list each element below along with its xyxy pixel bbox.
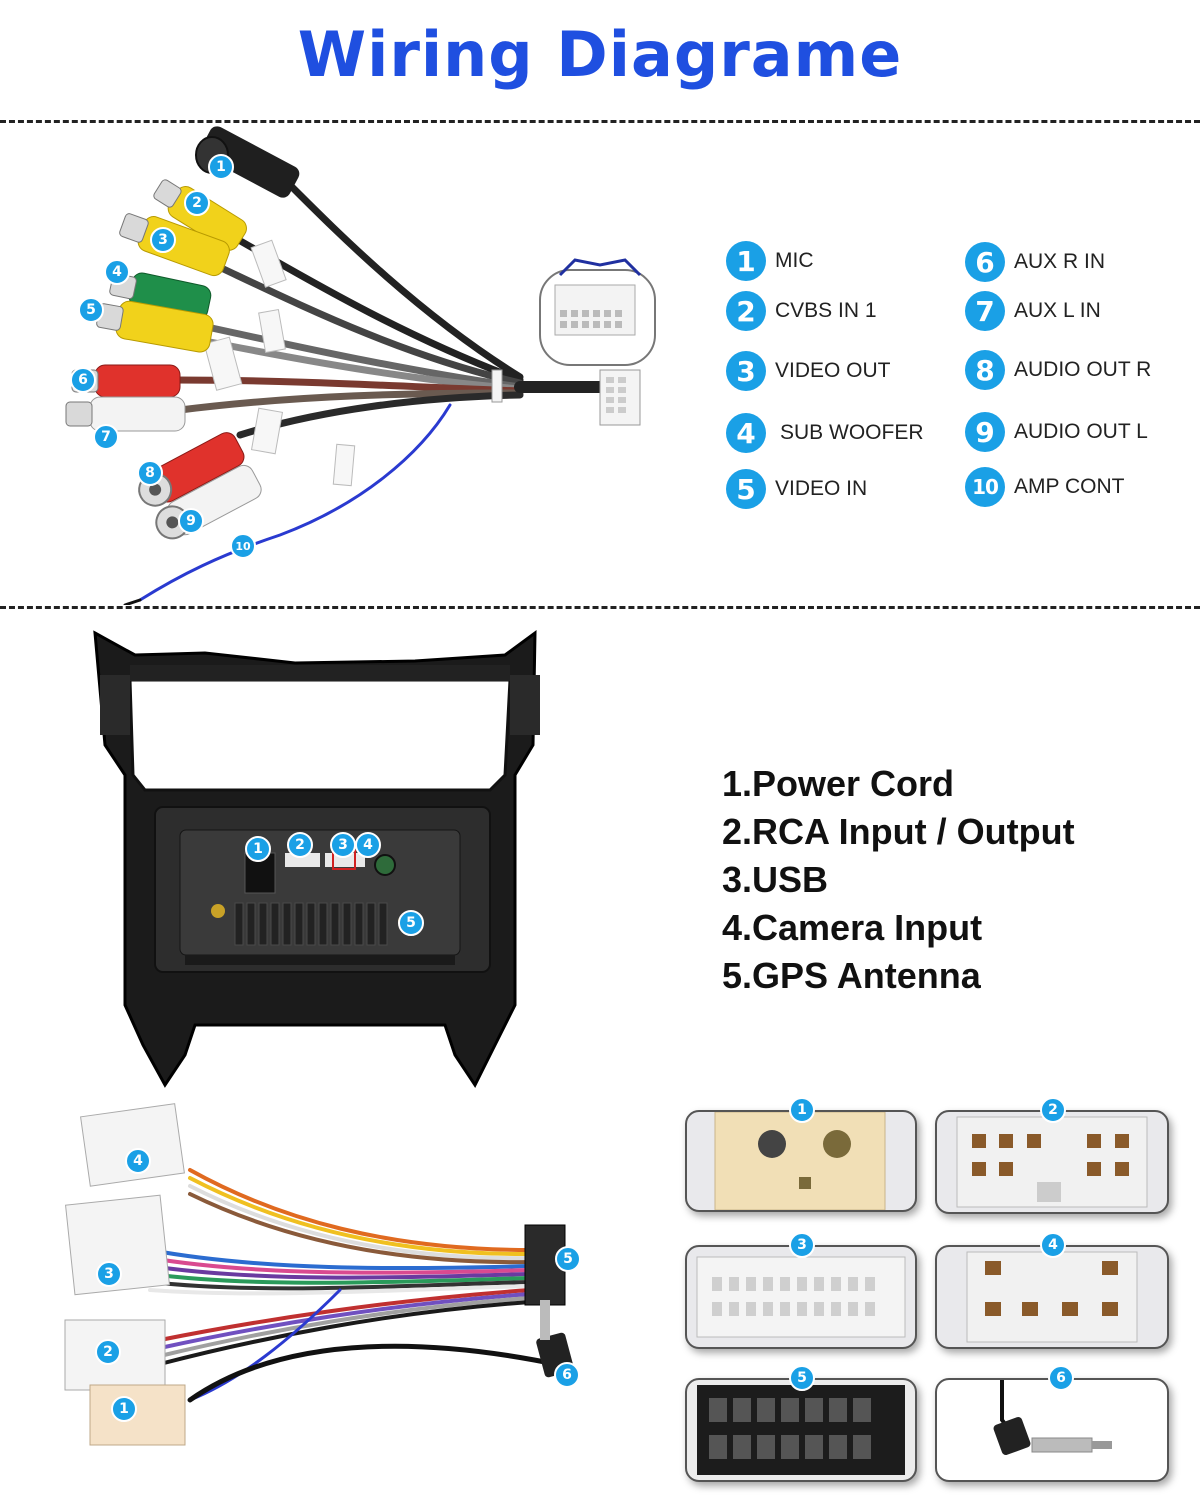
- port-gps-antenna: 5.GPS Antenna: [722, 955, 981, 996]
- legend-item-cvbs-in-1: 2 CVBS IN 1: [726, 291, 877, 331]
- cable-marker-7: 7: [93, 424, 119, 450]
- cable-marker-9: 9: [178, 508, 204, 534]
- legend-badge: 2: [726, 291, 766, 331]
- head-unit-frame-illustration: [93, 630, 540, 1088]
- cable-marker-1: 1: [208, 154, 234, 180]
- legend-label: SUB WOOFER: [780, 421, 924, 444]
- legend-item-audio-out-r: 8 AUDIO OUT R: [965, 350, 1151, 390]
- cable-marker-8: 8: [137, 460, 163, 486]
- divider-top: [0, 120, 1200, 123]
- legend-badge: 1: [726, 241, 766, 281]
- unit-marker-1: 1: [245, 836, 271, 862]
- legend-badge: 7: [965, 291, 1005, 331]
- legend-label: AUDIO OUT L: [1014, 420, 1148, 443]
- legend-item-mic: 1 MIC: [726, 241, 814, 281]
- connector-panel-marker-3: 3: [789, 1232, 815, 1258]
- connector-panel-6: [935, 1378, 1169, 1482]
- harness-marker-1: 1: [111, 1396, 137, 1422]
- legend-item-audio-out-l: 9 AUDIO OUT L: [965, 412, 1148, 452]
- connector-panel-marker-2: 2: [1040, 1097, 1066, 1123]
- rca-cable-illustration: [65, 126, 656, 605]
- legend-badge: 5: [726, 469, 766, 509]
- harness-marker-3: 3: [96, 1261, 122, 1287]
- legend-badge: 4: [726, 413, 766, 453]
- legend-label: CVBS IN 1: [775, 299, 877, 322]
- connector-panel-marker-5: 5: [789, 1365, 815, 1391]
- connector-panel-marker-1: 1: [789, 1097, 815, 1123]
- legend-item-aux-l-in: 7 AUX L IN: [965, 291, 1101, 331]
- legend-badge: 10: [965, 467, 1005, 507]
- harness-marker-4: 4: [125, 1148, 151, 1174]
- legend-item-video-out: 3 VIDEO OUT: [726, 351, 891, 391]
- connector-panel-3: [685, 1245, 917, 1349]
- legend-label: VIDEO IN: [775, 477, 868, 500]
- legend-item-aux-r-in: 6 AUX R IN: [965, 242, 1105, 282]
- legend-badge: 9: [965, 412, 1005, 452]
- unit-marker-2: 2: [287, 832, 313, 858]
- page-title: Wiring Diagrame: [297, 18, 903, 91]
- port-usb: 3.USB: [722, 859, 829, 900]
- legend-badge: 8: [965, 350, 1005, 390]
- port-list: 1.Power Cord 2.RCA Input / Output 3.USB …: [722, 760, 1075, 1000]
- legend-label: AUX L IN: [1014, 299, 1101, 322]
- legend-label: AMP CONT: [1014, 475, 1125, 498]
- unit-marker-4: 4: [355, 832, 381, 858]
- legend-item-video-in: 5 VIDEO IN: [726, 469, 867, 509]
- unit-marker-5: 5: [398, 910, 424, 936]
- legend-label: MIC: [775, 249, 814, 272]
- legend-label: AUDIO OUT R: [1014, 358, 1152, 381]
- cable-marker-4: 4: [104, 259, 130, 285]
- connector-panel-marker-4: 4: [1040, 1232, 1066, 1258]
- port-camera-input: 4.Camera Input: [722, 907, 983, 948]
- legend-label: VIDEO OUT: [775, 359, 891, 382]
- connector-panel-2: [935, 1110, 1169, 1214]
- connector-panel-marker-6: 6: [1048, 1365, 1074, 1391]
- cable-marker-6: 6: [70, 367, 96, 393]
- port-rca-input-output: 2.RCA Input / Output: [722, 811, 1075, 852]
- legend-badge: 6: [965, 242, 1005, 282]
- legend-badge: 3: [726, 351, 766, 391]
- connector-panel-4: [935, 1245, 1169, 1349]
- cable-marker-3: 3: [150, 227, 176, 253]
- harness-marker-5: 5: [555, 1246, 581, 1272]
- divider-middle: [0, 606, 1200, 609]
- cable-marker-5: 5: [78, 297, 104, 323]
- legend-item-sub-woofer: 4 SUB WOOFER: [726, 413, 924, 453]
- cable-marker-10: 10: [230, 533, 256, 559]
- harness-marker-6: 6: [554, 1362, 580, 1388]
- connector-panel-1: [685, 1110, 917, 1212]
- unit-marker-3: 3: [330, 832, 356, 858]
- cable-marker-2: 2: [184, 190, 210, 216]
- wiring-harness-illustration: [64, 1103, 574, 1446]
- legend-item-amp-cont: 10 AMP CONT: [965, 467, 1124, 507]
- connector-panel-5: [685, 1378, 917, 1482]
- legend-label: AUX R IN: [1014, 250, 1106, 273]
- harness-marker-2: 2: [95, 1339, 121, 1365]
- port-power-cord: 1.Power Cord: [722, 763, 955, 804]
